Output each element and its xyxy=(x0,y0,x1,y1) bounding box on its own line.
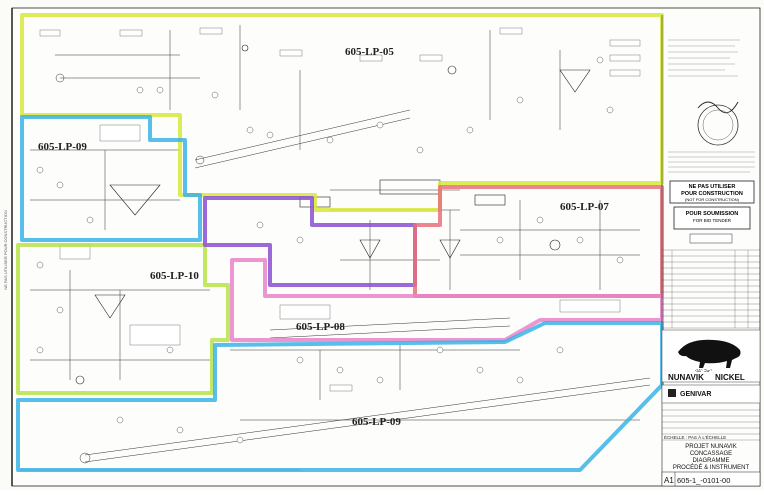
nunavik-nickel-logo: ᐊᐃᑉ ᑐᓂᕝ NUNAVIK NICKEL xyxy=(661,329,761,383)
stamp-ne-pas-line2: POUR CONSTRUCTION xyxy=(681,191,743,197)
echelle-text: ÉCHELLE : PAS À L'ÉCHELLE xyxy=(664,434,726,440)
project-title-line1: PROJET NUNAVIK xyxy=(685,444,736,450)
drawing-number-text: 605-1_-0101-00 xyxy=(677,476,730,485)
not-for-construction-stamp: NE PAS UTILISER POUR CONSTRUCTION (NOT F… xyxy=(669,180,755,204)
drawing-number-block: A1 605-1_-0101-00 xyxy=(661,471,761,487)
revision-table xyxy=(662,249,760,329)
tag-boxes xyxy=(39,27,641,392)
zone-605-lp-10-outline xyxy=(16,243,230,395)
logo-nunavik-text: NUNAVIK xyxy=(668,373,704,382)
zone-605-lp-09-top-outline xyxy=(20,115,202,242)
title-block-rows xyxy=(662,409,760,441)
engineer-seal-stamp xyxy=(697,104,739,146)
project-title-block: PROJET NUNAVIK CONCASSAGE DIAGRAMME PROC… xyxy=(673,444,750,471)
zone-label-605-lp-09-top: 605-LP-09 xyxy=(38,141,87,153)
genivar-block: GENIVAR xyxy=(661,384,761,404)
genivar-logo-icon xyxy=(668,389,676,397)
side-vertical-text: NE PAS UTILISER POUR CONSTRUCTION xyxy=(3,210,8,290)
stamp-ne-pas-line1: NE PAS UTILISER xyxy=(689,184,736,190)
project-title-line3: DIAGRAMME xyxy=(692,458,729,464)
zone-label-605-lp-05: 605-LP-05 xyxy=(345,46,394,58)
bear-logo-icon xyxy=(678,339,741,368)
zone-605-lp-09-bottom-outline xyxy=(16,321,664,472)
notes-panel xyxy=(661,15,755,486)
instrument-bubbles xyxy=(36,56,624,444)
project-title-line4: PROCÉDÉ & INSTRUMENT xyxy=(673,464,750,471)
sheet-size-text: A1 xyxy=(664,476,674,485)
zone-label-605-lp-07: 605-LP-07 xyxy=(560,201,609,213)
stamp-ne-pas-line3: (NOT FOR CONSTRUCTION) xyxy=(685,197,740,202)
for-bid-tender-stamp: POUR SOUMISSION FOR BID TENDER xyxy=(673,206,751,230)
zone-label-605-lp-08: 605-LP-08 xyxy=(296,321,345,333)
engineer-signature xyxy=(697,101,739,114)
zone-label-605-lp-09-bottom: 605-LP-09 xyxy=(352,416,401,428)
process-lines xyxy=(20,25,651,471)
genivar-text: GENIVAR xyxy=(680,391,711,398)
logo-nickel-text: NICKEL xyxy=(715,373,745,382)
date-stamp-box xyxy=(689,233,733,244)
logo-inuktitut-text: ᐊᐃᑉ ᑐᓂᕝ xyxy=(695,368,712,373)
zone-label-605-lp-10: 605-LP-10 xyxy=(150,270,199,282)
stamp-soumission-line1: POUR SOUMISSION xyxy=(686,211,739,217)
stamp-soumission-line2: FOR BID TENDER xyxy=(693,218,732,223)
project-title-line2: CONCASSAGE xyxy=(690,451,732,457)
